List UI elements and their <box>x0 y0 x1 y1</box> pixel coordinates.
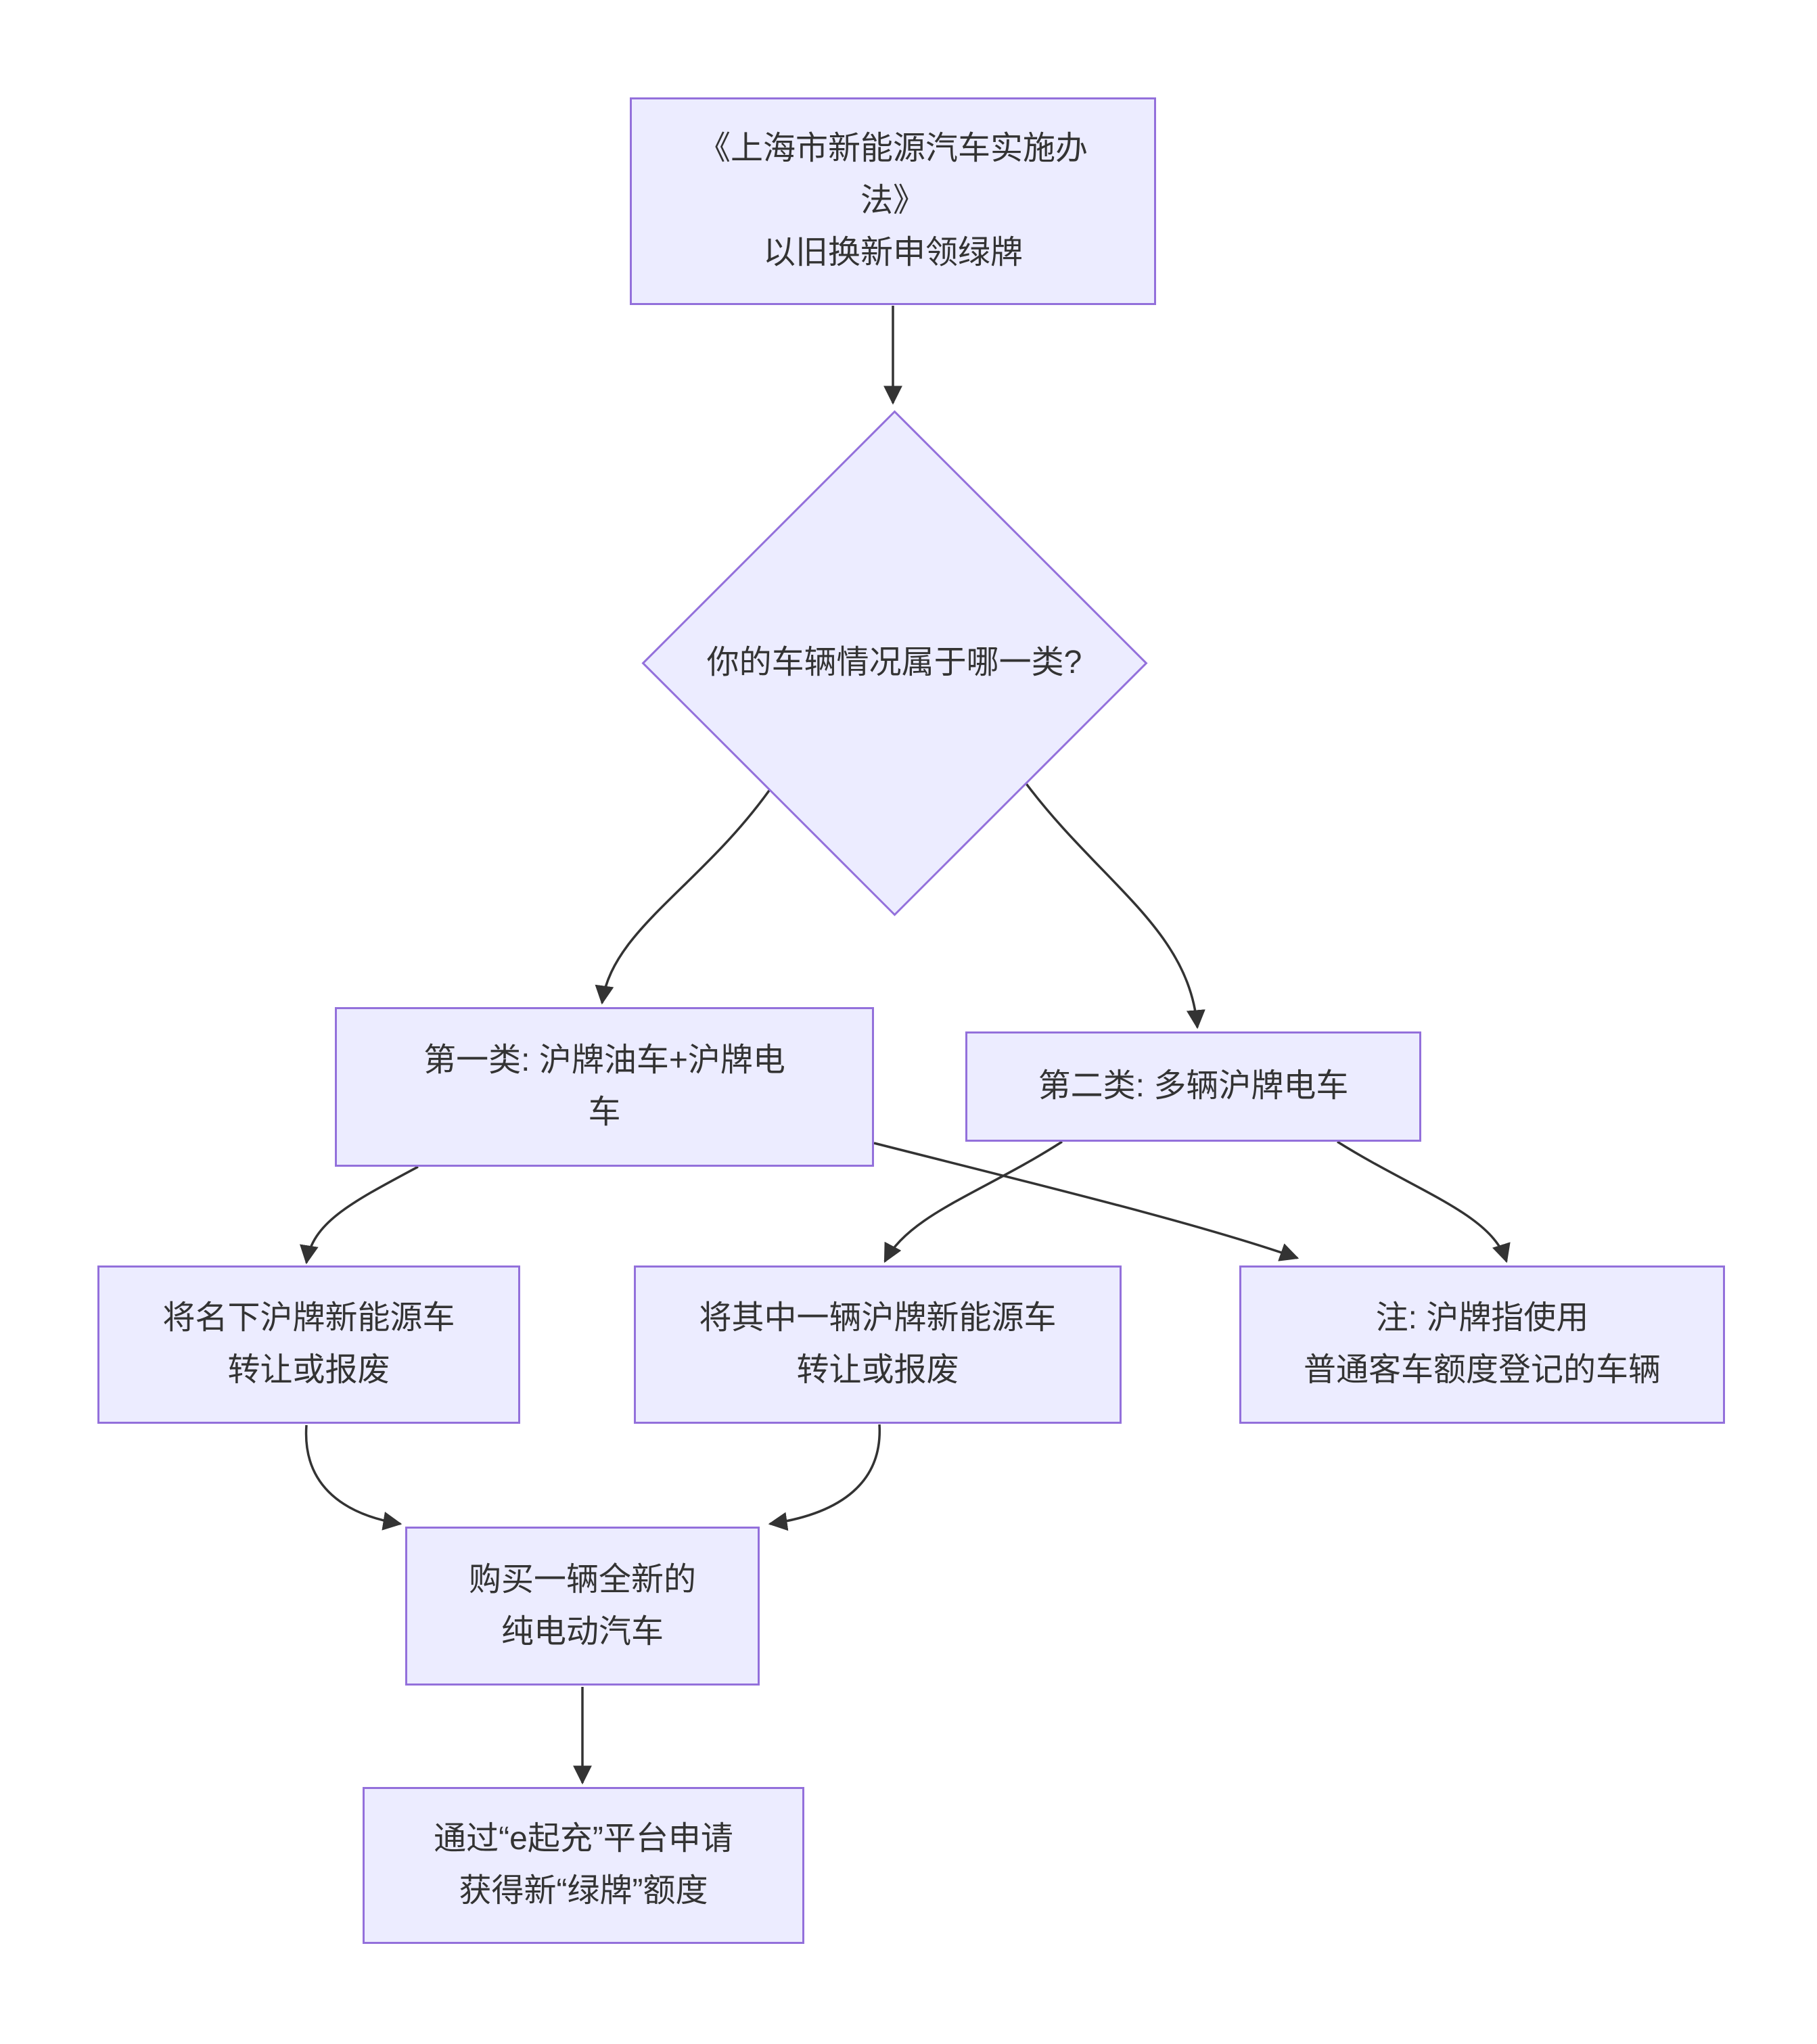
node-note: 注: 沪牌指使用 普通客车额度登记的车辆 <box>1239 1265 1725 1424</box>
edge-transfer-all-to-buy-new <box>304 1424 402 1531</box>
edge-decision-to-type1 <box>595 781 777 1005</box>
node-transfer-one: 将其中一辆沪牌新能源车 转让或报废 <box>634 1265 1122 1424</box>
node-start: 《上海市新能源汽车实施办 法》 以旧换新申领绿牌 <box>630 97 1156 305</box>
node-transfer-one-label: 将其中一辆沪牌新能源车 转让或报废 <box>699 1300 1057 1388</box>
node-apply: 通过“e起充”平台申请 获得新“绿牌”额度 <box>363 1787 804 1944</box>
node-type2-label: 第二类: 多辆沪牌电车 <box>1038 1068 1349 1105</box>
node-apply-label: 通过“e起充”平台申请 获得新“绿牌”额度 <box>434 1821 733 1909</box>
node-note-label: 注: 沪牌指使用 普通客车额度登记的车辆 <box>1303 1300 1661 1388</box>
edge-type1-to-transfer-all <box>300 1165 419 1265</box>
node-buy-new: 购买一辆全新的 纯电动汽车 <box>405 1527 760 1686</box>
node-buy-new-label: 购买一辆全新的 纯电动汽车 <box>468 1561 696 1650</box>
edge-type2-to-transfer-one <box>883 1140 1063 1263</box>
node-transfer-all-label: 将名下沪牌新能源车 转让或报废 <box>162 1300 455 1388</box>
edge-type1-to-note <box>873 1142 1300 1261</box>
node-type1-label: 第一类: 沪牌油车+沪牌电 车 <box>423 1042 785 1130</box>
node-decision: 你的车辆情况属于哪一类? <box>637 634 1151 691</box>
node-transfer-all: 将名下沪牌新能源车 转让或报废 <box>97 1265 520 1424</box>
edge-transfer-one-to-buy-new <box>768 1424 881 1531</box>
node-start-label: 《上海市新能源汽车实施办 法》 以旧换新申领绿牌 <box>697 131 1088 271</box>
node-decision-label: 你的车辆情况属于哪一类? <box>706 644 1082 680</box>
edge-decision-to-type2 <box>1021 778 1205 1029</box>
node-type1: 第一类: 沪牌油车+沪牌电 车 <box>335 1007 874 1167</box>
node-type2: 第二类: 多辆沪牌电车 <box>965 1031 1421 1142</box>
edge-type2-to-note <box>1337 1140 1511 1263</box>
